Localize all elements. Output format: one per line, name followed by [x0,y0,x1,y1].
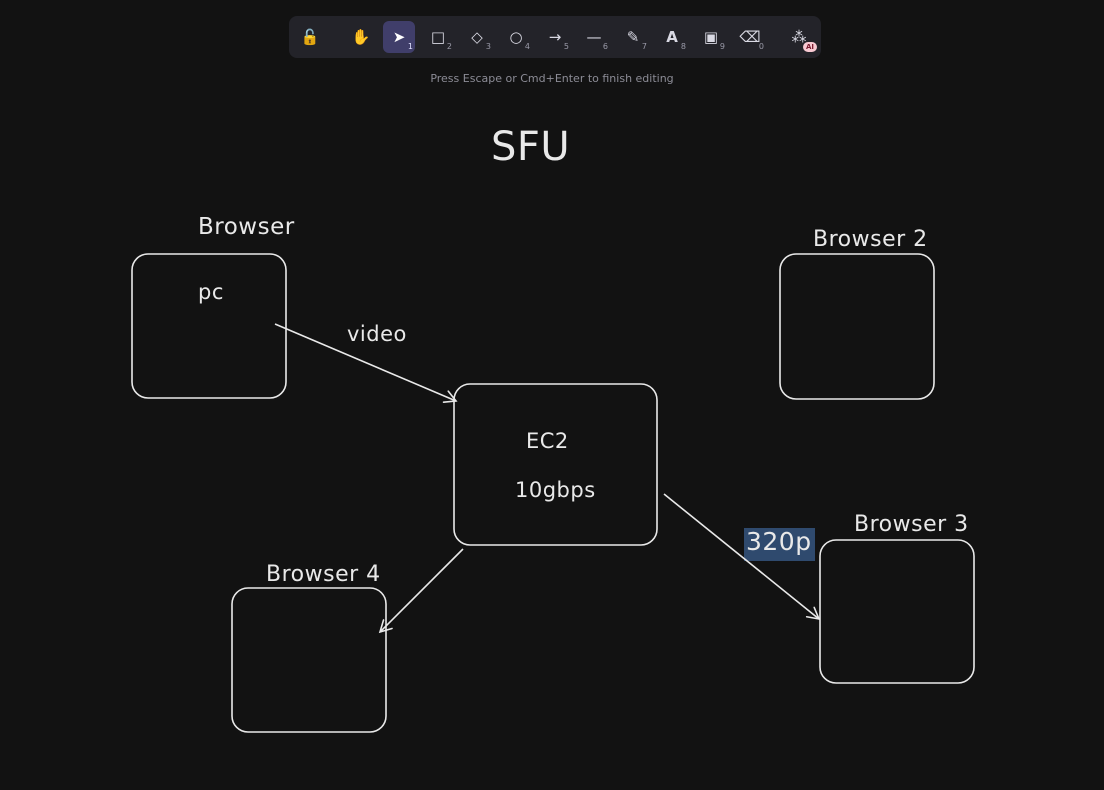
image-icon: ▣ [703,27,719,46]
text-selection-highlight [744,528,815,561]
browser-1-box[interactable] [131,253,287,399]
line-tool-button[interactable]: — 6 [578,21,610,53]
arrow-icon: → [548,27,562,46]
shortcut-key: 8 [680,42,686,51]
rectangle-tool-button[interactable]: □ 2 [422,21,454,53]
browser-2-label[interactable]: Browser 2 [813,227,928,252]
eraser-tool-button[interactable]: ⌫ 0 [734,21,766,53]
diagram-title[interactable]: SFU [491,124,571,170]
browser-3-arrow[interactable] [663,493,821,621]
shortcut-key: 1 [407,42,413,51]
browser-4-arrow[interactable] [378,548,464,634]
shortcut-key: 5 [563,42,569,51]
browser-4-label[interactable]: Browser 4 [266,562,381,587]
hand-icon: ✋ [351,27,371,46]
text-icon: A [666,27,678,46]
arrow-tool-button[interactable]: → 5 [539,21,571,53]
selection-icon: ➤ [392,27,406,46]
line-icon: — [586,27,602,46]
video-arrow[interactable] [274,323,458,404]
rectangle-icon: □ [430,27,446,46]
shortcut-key: 7 [641,42,647,51]
text-tool-button[interactable]: A 8 [656,21,688,53]
toolbar: 🔓 ✋ ➤ 1 □ 2 ◇ 3 ○ 4 → 5 — 6 ✎ 7 A 8 ▣ 9 … [289,16,821,58]
shortcut-key: 9 [719,42,725,51]
shortcut-key: 0 [758,42,764,51]
browser-1-label[interactable]: Browser [198,214,295,240]
shortcut-key: 2 [446,42,452,51]
pencil-icon: ✎ [626,27,640,46]
lock-icon: 🔓 [300,27,320,46]
browser-4-box[interactable] [231,587,387,733]
browser-1-inner-text[interactable]: pc [198,280,224,304]
shortcut-key: 3 [485,42,491,51]
pencil-tool-button[interactable]: ✎ 7 [617,21,649,53]
browser-3-label[interactable]: Browser 3 [854,512,969,537]
browser-3-box[interactable] [819,539,975,684]
editing-hint: Press Escape or Cmd+Enter to finish edit… [430,72,674,85]
more-tools-icon: ⁂ [791,27,807,46]
eraser-icon: ⌫ [739,27,761,46]
video-label[interactable]: video [347,322,407,346]
ai-badge: AI [802,42,817,52]
selection-tool-button[interactable]: ➤ 1 [383,21,415,53]
browser-2-box[interactable] [779,253,935,400]
diamond-icon: ◇ [471,27,483,46]
ellipse-icon: ○ [509,27,523,46]
ec2-server-box[interactable] [453,383,658,546]
more-tools-button[interactable]: ⁂ AI [783,21,817,53]
image-tool-button[interactable]: ▣ 9 [695,21,727,53]
hand-tool-button[interactable]: ✋ [345,21,377,53]
shortcut-key: 4 [524,42,530,51]
bandwidth-label[interactable]: 10gbps [515,478,596,502]
diamond-tool-button[interactable]: ◇ 3 [461,21,493,53]
ec2-label[interactable]: EC2 [526,429,569,453]
ellipse-tool-button[interactable]: ○ 4 [500,21,532,53]
lock-button[interactable]: 🔓 [294,21,326,53]
editing-text[interactable]: 320p [746,527,812,556]
shortcut-key: 6 [602,42,608,51]
